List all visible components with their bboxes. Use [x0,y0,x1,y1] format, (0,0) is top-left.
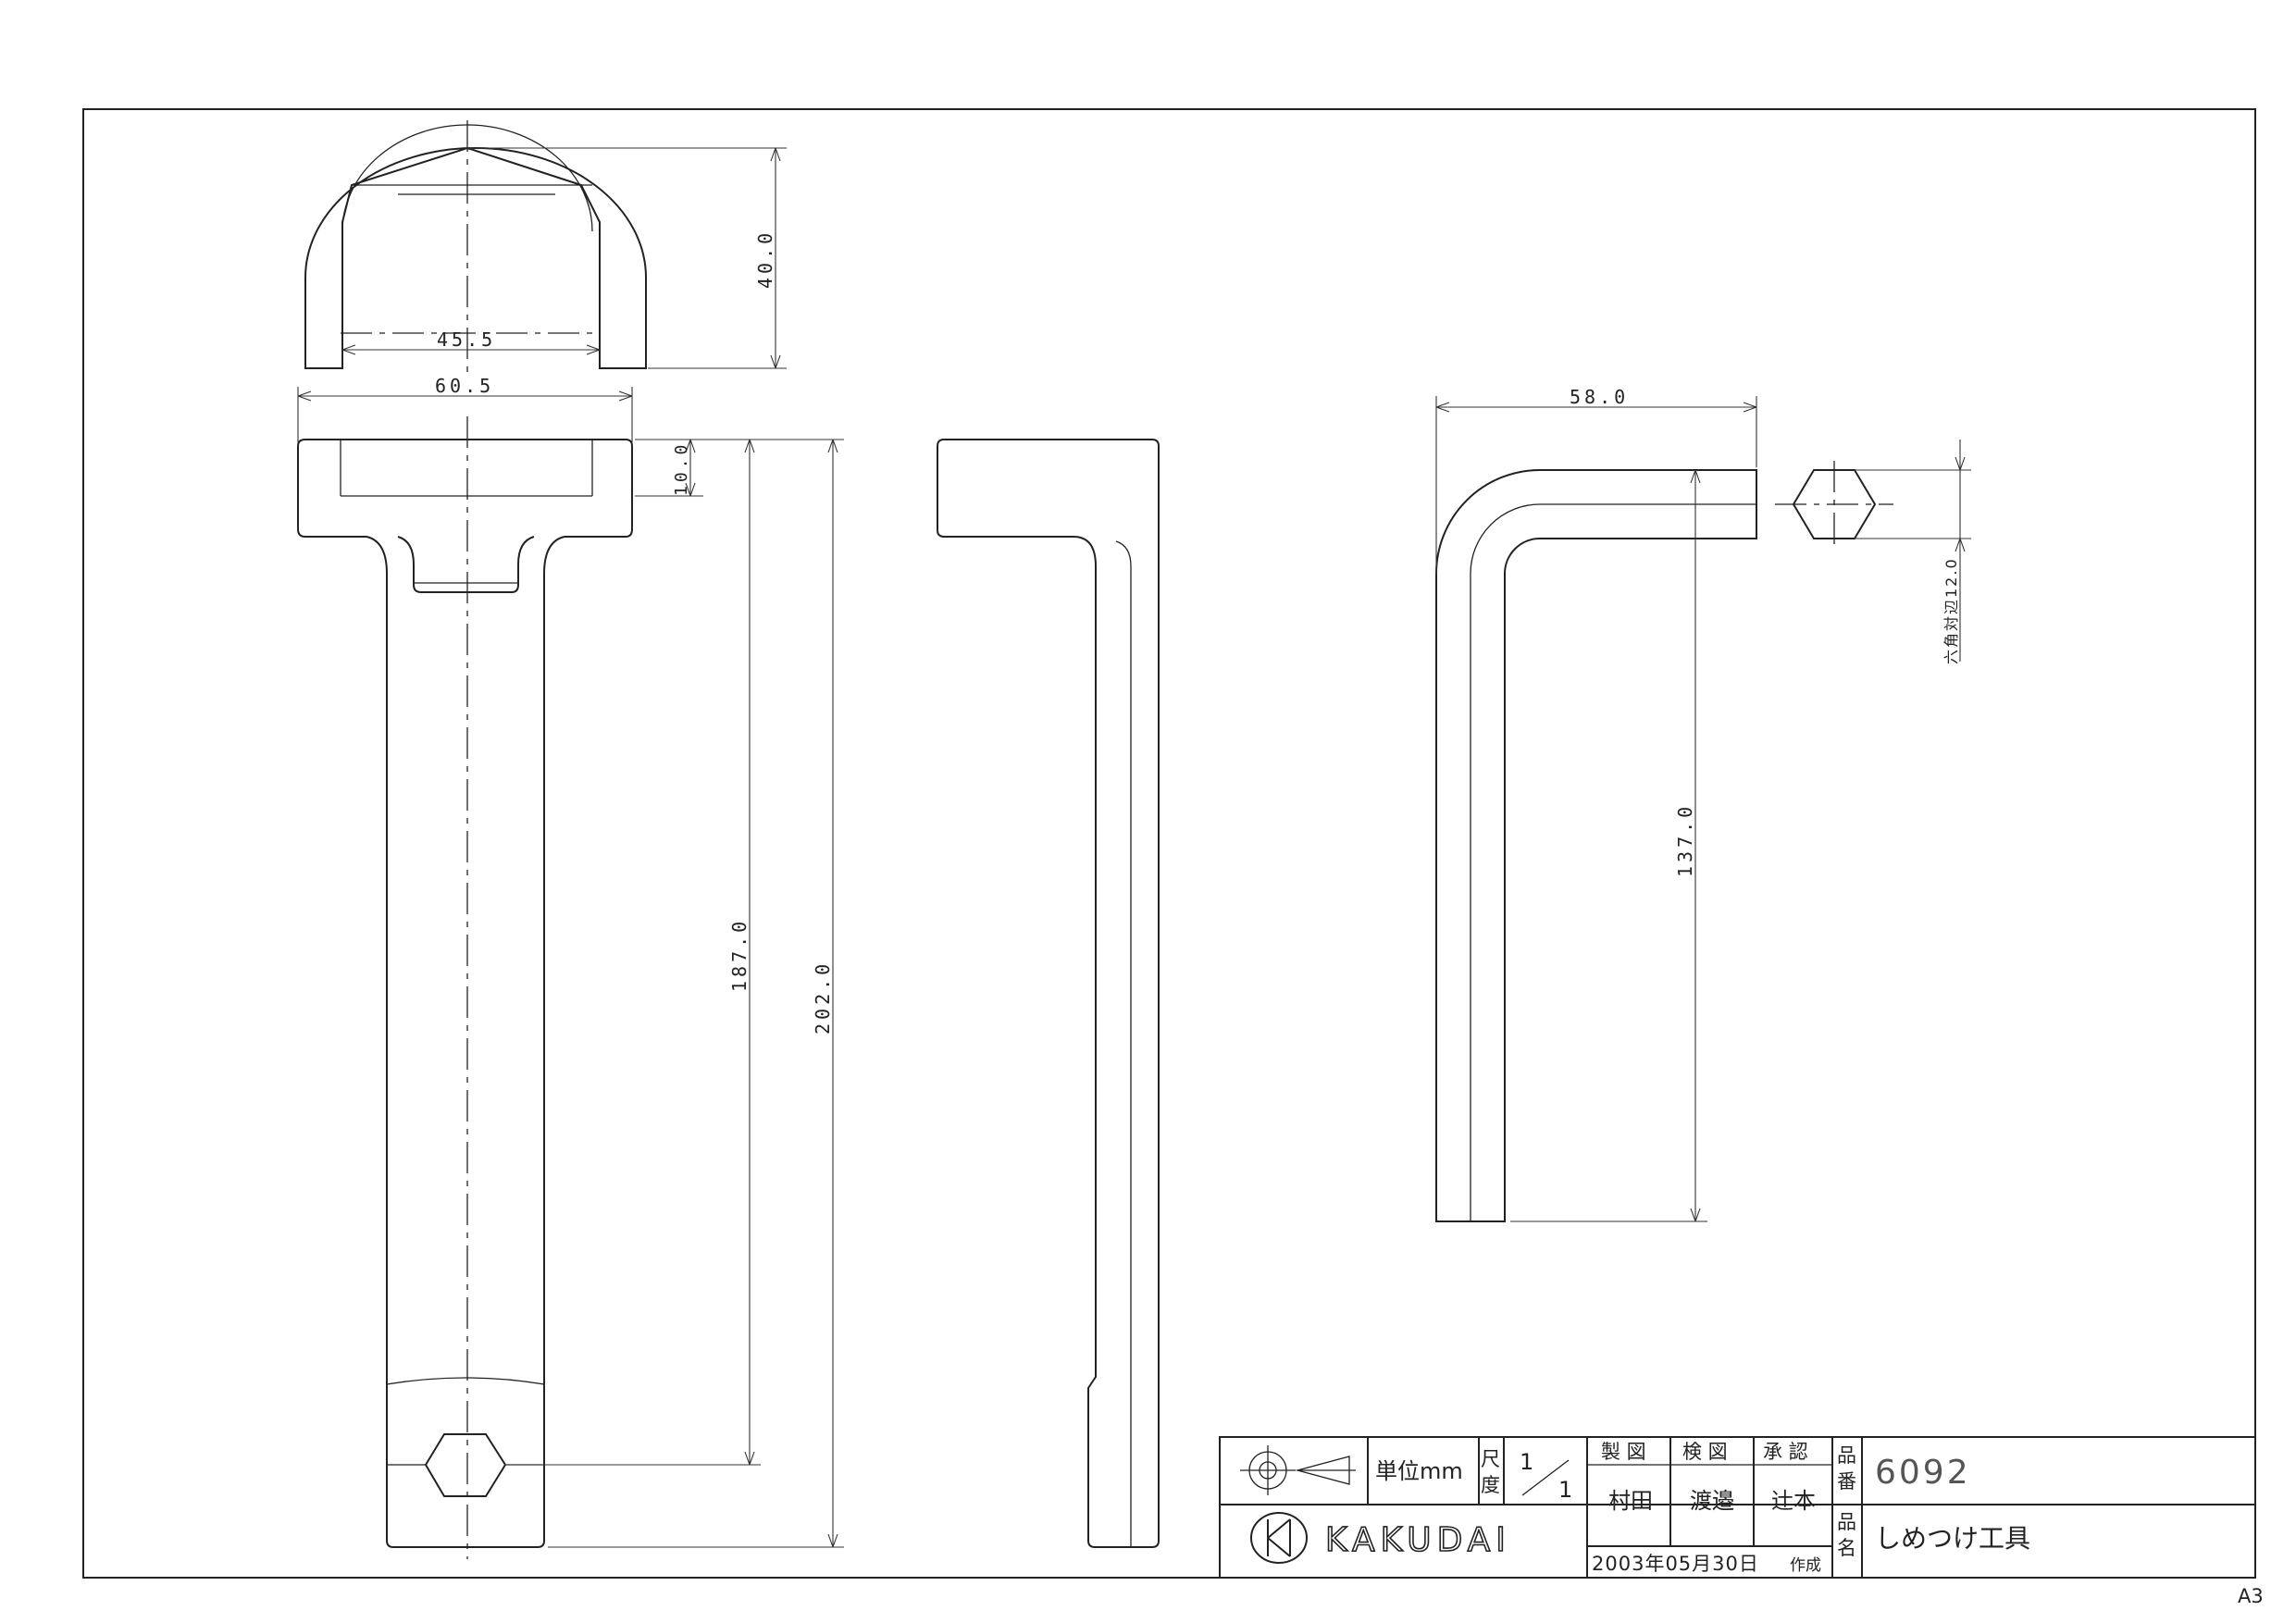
part-number: 6092 [1875,1454,1971,1492]
checked-by: 渡邉 [1690,1488,1734,1514]
dim-label-outer-width: 60.5 [435,375,494,397]
scale-label-2: 度 [1481,1474,1500,1496]
wrench-side-view [937,439,1160,1548]
dim-label-hex-across-flats: 六角対辺12.0 [1942,557,1960,664]
part-name-label-2: 名 [1837,1537,1856,1559]
approved-by: 辻本 [1771,1488,1816,1514]
dim-outer-width: 60.5 [297,375,633,442]
dim-head-thickness: 10.0 [635,439,703,497]
drawn-by: 村田 [1608,1488,1653,1514]
scale-denominator: 1 [1558,1477,1572,1503]
checked-label: 検 図 [1682,1441,1728,1463]
dim-hex-across-flats: 六角対辺12.0 [1855,440,1971,664]
dim-head-height: 40.0 [467,147,787,369]
part-name: しめつけ工具 [1875,1523,2030,1554]
dim-key-length: 137.0 [1510,469,1707,1222]
drawn-label: 製 図 [1601,1441,1646,1463]
kakudai-logo: KAKUDAI [1250,1512,1511,1564]
sheet-size-label: A3 [2238,1585,2264,1607]
part-no-label-2: 番 [1837,1470,1856,1493]
wrench-head-top-view [304,120,647,379]
projection-symbol-icon [1240,1445,1356,1495]
unit-label: 単位mm [1375,1458,1463,1484]
scale-numerator: 1 [1520,1449,1533,1475]
dim-inner-width: 45.5 [341,328,601,355]
drawing-border [82,108,2256,1579]
dim-label-head-thickness: 10.0 [672,441,691,496]
part-name-label-1: 品 [1837,1511,1856,1533]
company-name: KAKUDAI [1325,1521,1511,1559]
dim-length-202: 202.0 [548,439,844,1548]
dim-label-inner-width: 45.5 [437,328,496,351]
dim-key-width: 58.0 [1435,386,1757,574]
approved-label: 承 認 [1763,1441,1808,1463]
wrench-front-view [297,416,633,1559]
title-block: 単位mm 尺 度 1 1 製 図 検 図 承 認 村田 渡邉 辻本 2003年0… [1219,1436,2256,1579]
hex-key-view [1435,461,1893,1222]
scale-label-1: 尺 [1481,1448,1500,1470]
date-suffix: 作成 [1790,1556,1821,1575]
part-no-label-1: 品 [1837,1444,1856,1467]
dim-label-key-length: 137.0 [1674,803,1696,877]
creation-date: 2003年05月30日 [1592,1553,1759,1575]
dim-label-length-202: 202.0 [812,960,834,1035]
dim-label-length-187: 187.0 [728,918,751,992]
dim-label-head-height: 40.0 [754,229,776,289]
dim-label-key-width: 58.0 [1570,386,1629,408]
